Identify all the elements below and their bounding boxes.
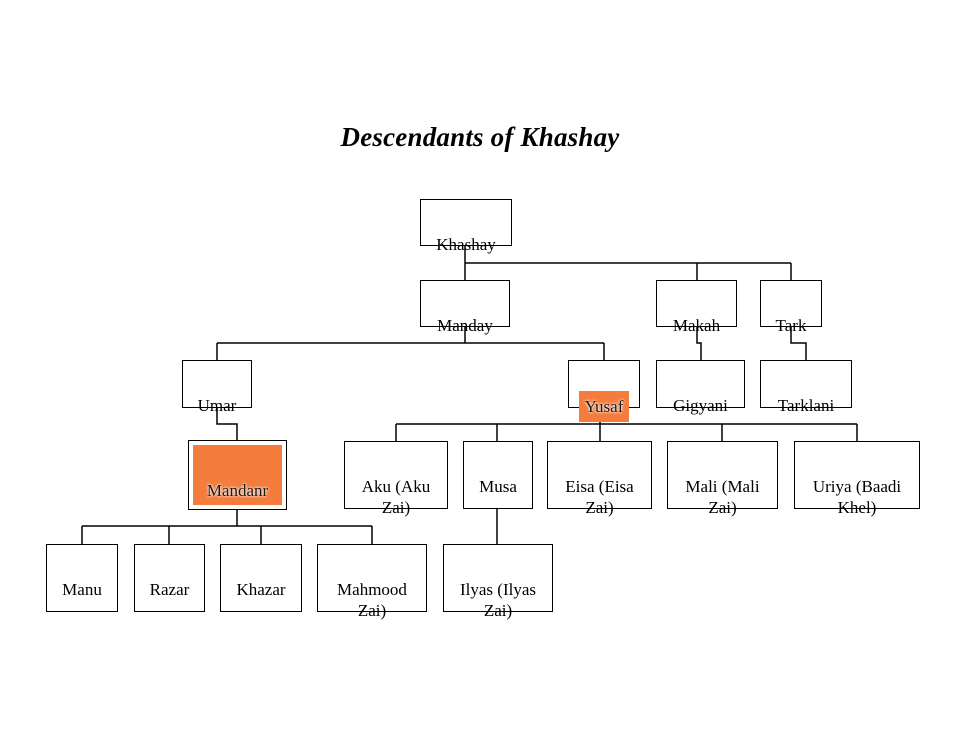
node-makah[interactable]: Makah — [656, 280, 737, 335]
node-tark[interactable]: Tark — [760, 280, 822, 335]
node-razar-label: Razar — [149, 580, 190, 599]
node-musa-label: Musa — [479, 477, 517, 496]
node-aku-label: Aku (Aku Zai) — [361, 477, 431, 517]
node-ilyas[interactable]: Ilyas (Ilyas Zai) — [443, 544, 553, 620]
node-manday[interactable]: Manday — [420, 280, 510, 335]
connector-makah-gigyani — [696, 326, 702, 360]
connector-tark-tarklani — [790, 326, 807, 360]
node-mahmood-label: Mahmood Zai) — [337, 580, 407, 620]
node-umar[interactable]: Umar — [182, 360, 252, 415]
node-mandanr[interactable]: Mandanr — [188, 440, 287, 510]
node-musa[interactable]: Musa — [463, 441, 533, 509]
node-mahmood[interactable]: Mahmood Zai) — [317, 544, 427, 620]
node-tarklani-label: Tarklani — [777, 396, 835, 415]
node-uriya-label: Uriya (Baadi Khel) — [812, 477, 902, 517]
node-razar[interactable]: Razar — [134, 544, 205, 612]
node-khazar[interactable]: Khazar — [220, 544, 302, 612]
node-khazar-label: Khazar — [236, 580, 286, 599]
node-makah-label: Makah — [672, 316, 721, 335]
node-eisa-label: Eisa (Eisa Zai) — [565, 477, 634, 517]
node-mali[interactable]: Mali (Mali Zai) — [667, 441, 778, 517]
node-mali-label: Mali (Mali Zai) — [685, 477, 760, 517]
diagram-title: Descendants of Khashay — [340, 122, 620, 152]
connector-umar-mandanr — [216, 407, 238, 442]
node-eisa[interactable]: Eisa (Eisa Zai) — [547, 441, 652, 517]
node-manu-label: Manu — [62, 580, 102, 599]
node-gigyani[interactable]: Gigyani — [656, 360, 745, 415]
node-mandanr-label: Mandanr — [206, 481, 269, 500]
node-manu[interactable]: Manu — [46, 544, 118, 612]
node-umar-label: Umar — [197, 396, 237, 415]
node-ilyas-label: Ilyas (Ilyas Zai) — [459, 580, 536, 620]
node-yusaf-label: Yusaf — [578, 391, 630, 422]
node-aku[interactable]: Aku (Aku Zai) — [344, 441, 448, 517]
node-khashay[interactable]: Khashay — [420, 199, 512, 254]
node-yusaf[interactable]: Yusaf — [568, 360, 640, 422]
node-tarklani[interactable]: Tarklani — [760, 360, 852, 415]
node-manday-label: Manday — [437, 316, 493, 335]
node-gigyani-label: Gigyani — [673, 396, 728, 415]
node-khashay-label: Khashay — [436, 235, 496, 254]
node-uriya[interactable]: Uriya (Baadi Khel) — [794, 441, 920, 517]
node-tark-label: Tark — [775, 316, 807, 335]
